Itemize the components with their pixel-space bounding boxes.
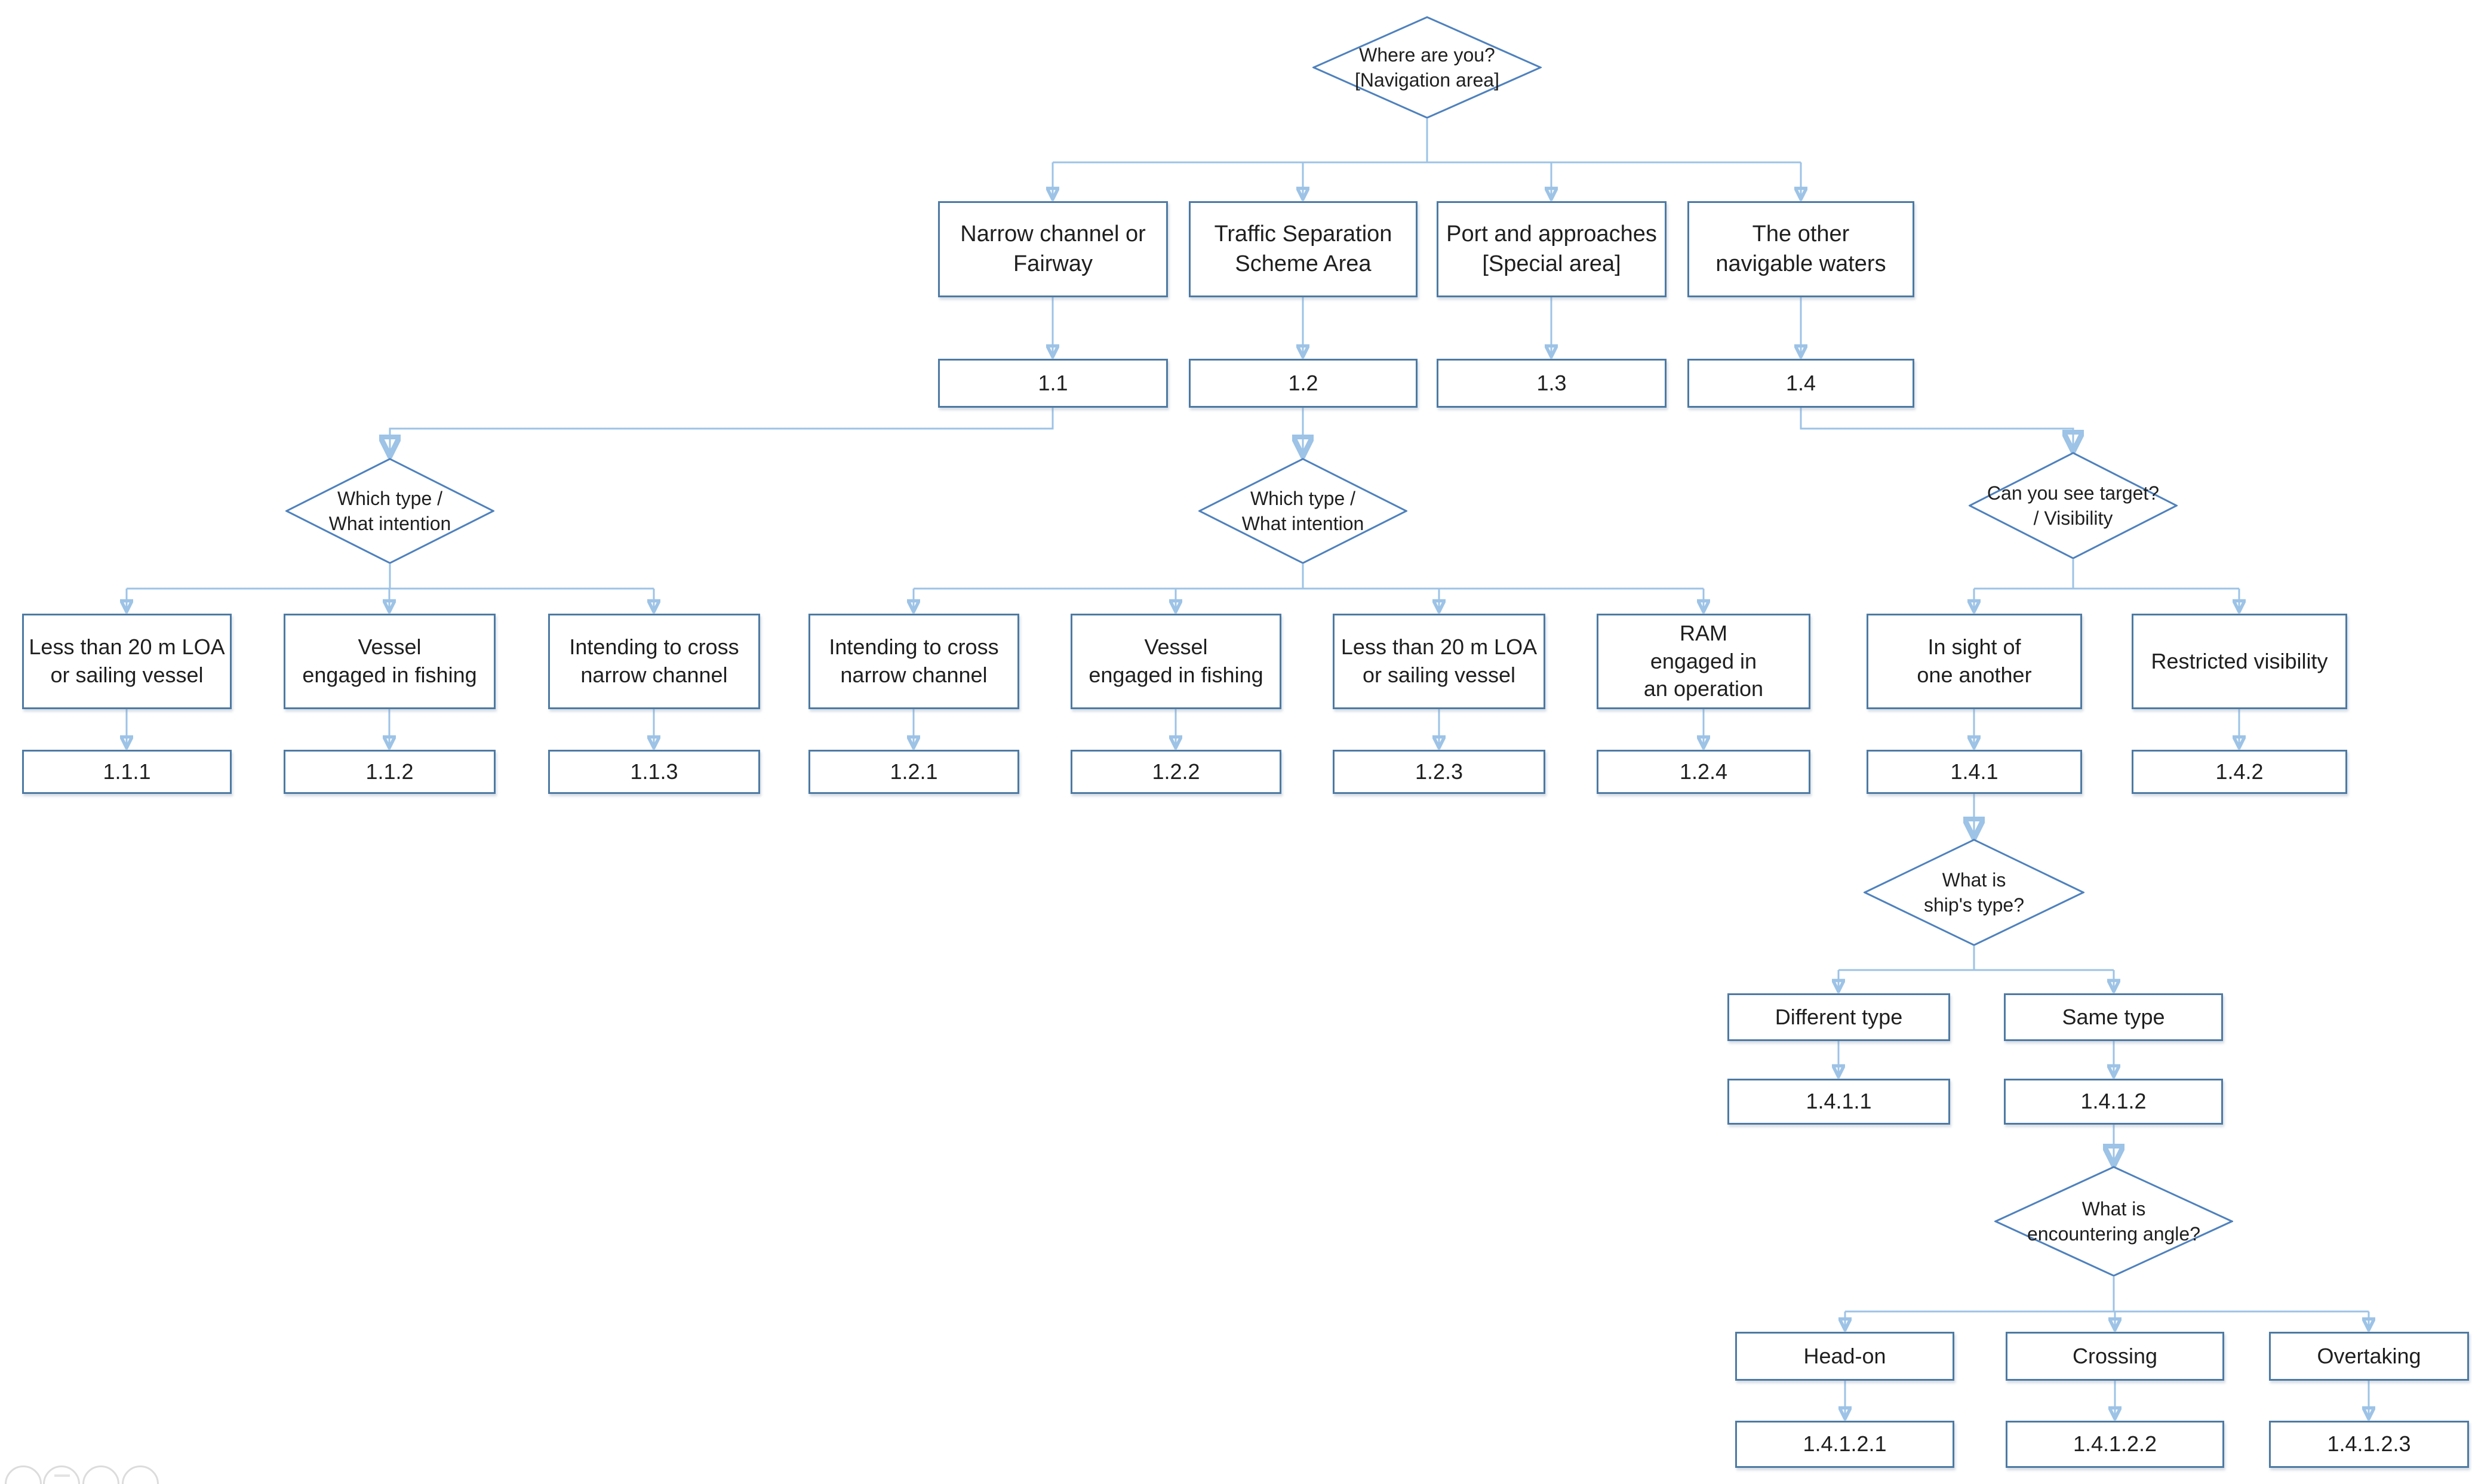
node-label: Same type (2062, 1004, 2165, 1029)
code-1-2-2: 1.2.2 (1071, 750, 1281, 794)
code-1-2-1: 1.2.1 (808, 750, 1019, 794)
node-other-waters: The other navigable waters (1687, 201, 1914, 297)
code-label: 1.4 (1785, 370, 1816, 395)
decision-label: What is encountering angle? (2027, 1197, 2200, 1245)
node-cross-channel-1: Intending to cross narrow channel (548, 614, 760, 709)
code-label: 1.2.2 (1152, 759, 1200, 784)
code-1-2: 1.2 (1189, 359, 1418, 408)
node-label: Intending to cross narrow channel (569, 635, 739, 687)
code-label: 1.4.1.2.2 (2073, 1431, 2157, 1457)
connector (1800, 408, 2073, 449)
decision-encountering-angle: What is encountering angle? (1994, 1166, 2233, 1277)
node-fishing-vessel-1: Vessel engaged in fishing (284, 614, 496, 709)
node-label: Narrow channel or Fairway (960, 221, 1146, 276)
node-label: Port and approaches [Special area] (1446, 221, 1657, 276)
diamond-shape (1969, 452, 2178, 559)
code-label: 1.4.1.2.1 (1803, 1431, 1887, 1457)
code-1-4-1-1: 1.4.1.1 (1727, 1079, 1950, 1125)
node-label: Vessel engaged in fishing (1089, 635, 1263, 687)
code-1-2-3: 1.2.3 (1333, 750, 1545, 794)
node-crossing: Crossing (2006, 1332, 2224, 1381)
decision-label: Which type / What intention (328, 487, 451, 534)
node-label: RAM engaged in an operation (1643, 620, 1764, 701)
decision-label: Where are you? [Navigation area] (1355, 44, 1499, 91)
connector (390, 408, 1054, 454)
decision-navigation-area: Where are you? [Navigation area] (1312, 16, 1542, 119)
decision-type-intention-left: Which type / What intention (285, 458, 494, 564)
node-label: Vessel engaged in fishing (302, 635, 477, 687)
node-different-type: Different type (1727, 993, 1950, 1041)
node-label: Less than 20 m LOA or sailing vessel (1340, 635, 1538, 687)
code-1-2-4: 1.2.4 (1597, 750, 1810, 794)
code-1-4-1-2-2: 1.4.1.2.2 (2006, 1421, 2224, 1468)
minus-icon (54, 1474, 70, 1477)
code-1-1-1: 1.1.1 (22, 750, 232, 794)
diamond-shape (1864, 839, 2084, 946)
node-same-type: Same type (2004, 993, 2223, 1041)
code-label: 1.1.1 (103, 759, 151, 784)
node-label: Crossing (2072, 1343, 2158, 1368)
node-label: Different type (1775, 1004, 1903, 1029)
node-label: In sight of one another (1917, 635, 2032, 687)
code-1-1: 1.1 (938, 359, 1168, 408)
code-label: 1.4.1 (1950, 759, 1998, 784)
decision-visibility: Can you see target? / Visibility (1969, 452, 2178, 559)
code-label: 1.1.3 (630, 759, 678, 784)
node-label: Overtaking (2317, 1343, 2421, 1368)
node-in-sight: In sight of one another (1867, 614, 2082, 709)
code-label: 1.1 (1038, 370, 1068, 395)
code-label: 1.2.1 (890, 759, 938, 784)
code-label: 1.2.4 (1679, 759, 1728, 784)
code-1-4: 1.4 (1687, 359, 1914, 408)
node-label: The other navigable waters (1715, 221, 1886, 276)
decision-label: Can you see target? / Visibility (1987, 482, 2160, 529)
node-label: Less than 20 m LOA or sailing vessel (29, 635, 225, 687)
decision-type-intention-tss: Which type / What intention (1198, 458, 1407, 564)
connector-rails (127, 119, 2369, 1313)
node-port-approaches: Port and approaches [Special area] (1437, 201, 1667, 297)
node-label: Restricted visibility (2151, 648, 2328, 673)
code-label: 1.4.1.1 (1806, 1089, 1872, 1114)
code-1-1-2: 1.1.2 (284, 750, 496, 794)
code-label: 1.4.1.2.3 (2327, 1431, 2411, 1457)
code-label: 1.2 (1288, 370, 1318, 395)
decision-ship-type: What is ship's type? (1864, 839, 2084, 946)
node-fishing-vessel-2: Vessel engaged in fishing (1071, 614, 1281, 709)
code-label: 1.3 (1536, 370, 1567, 395)
code-label: 1.4.2 (2215, 759, 2264, 784)
node-restricted-visibility: Restricted visibility (2132, 614, 2347, 709)
diamond-shape (285, 458, 494, 564)
node-overtaking: Overtaking (2269, 1332, 2469, 1381)
node-label: Traffic Separation Scheme Area (1214, 221, 1392, 276)
code-1-4-1-2-1: 1.4.1.2.1 (1735, 1421, 1954, 1468)
diamond-shape (1312, 16, 1542, 119)
decision-label: Which type / What intention (1241, 487, 1364, 534)
node-narrow-channel: Narrow channel or Fairway (938, 201, 1168, 297)
node-ram-operation: RAM engaged in an operation (1597, 614, 1810, 709)
node-less-20m-loa-1: Less than 20 m LOA or sailing vessel (22, 614, 232, 709)
code-1-3: 1.3 (1437, 359, 1667, 408)
code-1-4-2: 1.4.2 (2132, 750, 2347, 794)
code-1-4-1-2-3: 1.4.1.2.3 (2269, 1421, 2469, 1468)
diamond-shape (1198, 458, 1407, 564)
diamond-shape (1994, 1166, 2233, 1277)
node-head-on: Head-on (1735, 1332, 1954, 1381)
code-1-4-1-2: 1.4.1.2 (2004, 1079, 2223, 1125)
code-label: 1.4.1.2 (2080, 1089, 2147, 1114)
node-label: Head-on (1803, 1343, 1886, 1368)
node-less-20m-loa-2: Less than 20 m LOA or sailing vessel (1333, 614, 1545, 709)
decision-label: What is ship's type? (1924, 869, 2024, 916)
code-label: 1.2.3 (1415, 759, 1463, 784)
code-label: 1.1.2 (365, 759, 414, 784)
node-cross-channel-2: Intending to cross narrow channel (808, 614, 1019, 709)
code-1-1-3: 1.1.3 (548, 750, 760, 794)
node-tss-area: Traffic Separation Scheme Area (1189, 201, 1418, 297)
node-label: Intending to cross narrow channel (829, 635, 999, 687)
code-1-4-1: 1.4.1 (1867, 750, 2082, 794)
